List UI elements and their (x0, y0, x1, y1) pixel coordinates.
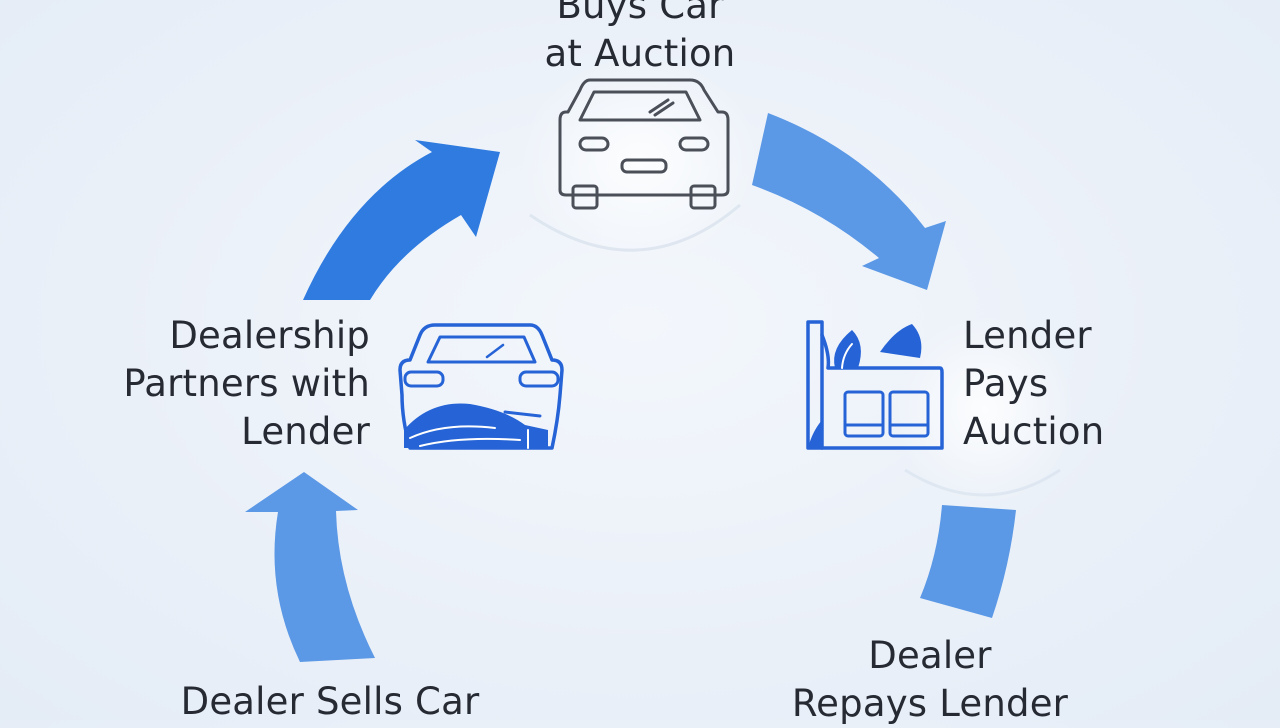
step-repay-label: Dealer Repays Lender (770, 632, 1090, 728)
auction-house-icon (806, 320, 944, 450)
step-repay-line-1: Dealer (868, 634, 992, 677)
top-icon-shadow-arc (529, 203, 741, 252)
right-icon-glow (895, 315, 1075, 505)
arrow-partner-to-buy (303, 140, 500, 300)
step-lender-pays-line-3: Auction (963, 410, 1105, 453)
step-buy-label: Buys Car at Auction (490, 0, 790, 78)
arrow-lender-to-repay (920, 505, 1016, 618)
step-buy-line-1: Buys Car (556, 0, 724, 27)
car-front-icon (558, 78, 730, 210)
step-partner-line-2: Partners with (123, 362, 370, 405)
right-icon-shadow-arc (904, 468, 1061, 497)
arrow-buy-to-lender (752, 113, 946, 290)
step-partner-line-1: Dealership (169, 314, 370, 357)
step-partner-line-3: Lender (241, 410, 370, 453)
step-lender-pays-label: Lender Pays Auction (963, 312, 1104, 456)
car-damaged-icon (398, 323, 564, 450)
step-lender-pays-line-2: Pays (963, 362, 1049, 405)
step-lender-pays-line-1: Lender (963, 314, 1092, 357)
step-buy-line-2: at Auction (544, 32, 736, 75)
step-sell-label: Dealer Sells Car (130, 678, 530, 726)
arrow-sell-to-partner (245, 472, 375, 662)
step-repay-line-2: Repays Lender (791, 682, 1069, 725)
step-sell-line-1: Dealer Sells Car (180, 680, 480, 723)
step-partner-label: Dealership Partners with Lender (60, 312, 370, 456)
